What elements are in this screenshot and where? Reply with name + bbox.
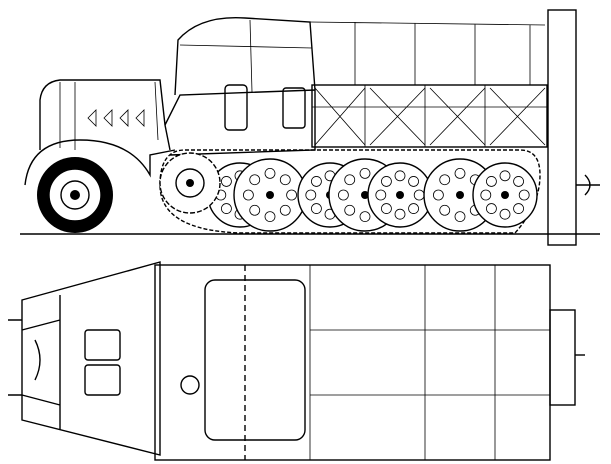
fuel-tank (282, 87, 306, 129)
road-wheel (472, 162, 538, 228)
hull-plan (154, 264, 551, 461)
steering-wheel (180, 375, 200, 395)
rear-tailgate-plan (549, 309, 576, 406)
engine-hatch-lower (84, 364, 121, 396)
seat (224, 84, 248, 131)
canvas-bows (309, 21, 546, 85)
top-view (8, 261, 585, 461)
tow-shackles (8, 319, 22, 396)
front-fender (24, 139, 176, 186)
cargo-bed (311, 84, 548, 148)
hood-plan (21, 261, 161, 456)
tow-hook (576, 174, 600, 196)
drive-sprocket (159, 152, 221, 214)
road-wheel (233, 158, 307, 232)
cab-seats-plan (204, 279, 306, 441)
front-fenders-plan (21, 295, 61, 430)
cab-canopy (174, 16, 316, 96)
bed-floor-panels (309, 265, 550, 460)
hood-louvres (87, 109, 145, 127)
front-wheel (37, 157, 113, 233)
road-wheels (207, 158, 538, 232)
rear-tailgate (547, 9, 577, 246)
engine-hatch-upper (84, 329, 121, 361)
road-wheel (367, 162, 433, 228)
hood-panel-lines (59, 81, 159, 150)
cab-body (164, 89, 316, 156)
bed-cross-bracing (314, 85, 546, 147)
radiator-grille (34, 339, 41, 381)
engine-hood (39, 79, 171, 151)
side-view (20, 9, 600, 246)
canopy-seams (179, 19, 313, 93)
